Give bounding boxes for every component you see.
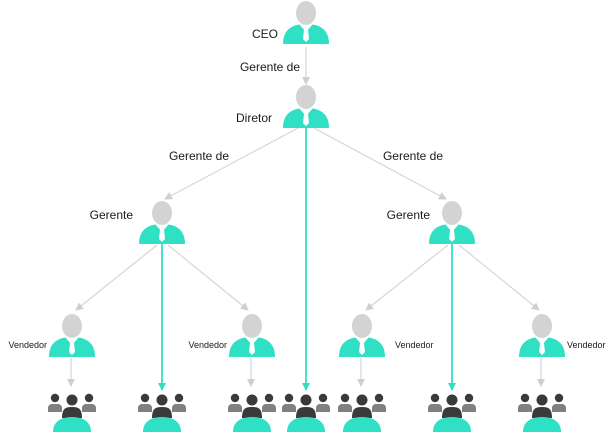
label-ceo: CEO — [252, 27, 278, 41]
teal-connectors — [158, 128, 456, 391]
team-3-team-icon — [228, 393, 276, 432]
gray-connectors — [67, 47, 545, 387]
gerente-right-person-icon — [429, 201, 475, 244]
edge-gerente-right-vendedor-4 — [458, 244, 540, 311]
svg-text:Gerente de: Gerente de — [240, 60, 300, 74]
edge-diretor-gerente-right — [311, 126, 447, 200]
ceo-person-icon — [283, 1, 329, 44]
team-5-team-icon — [338, 393, 386, 432]
label-gerente-left: Gerente — [90, 208, 134, 222]
edge-label-diretor-gerente-left: Gerente de — [167, 147, 231, 163]
edge-label-ceo-diretor: Gerente de — [238, 58, 302, 74]
edge-diretor-gerente-left — [164, 126, 301, 200]
team-1-team-icon — [48, 393, 96, 432]
label-gerente-right: Gerente — [387, 208, 431, 222]
vendedor-2-person-icon — [229, 314, 275, 357]
label-vendedor-4: Vendedor — [567, 340, 606, 350]
vendedor-3-person-icon — [339, 314, 385, 357]
team-2-team-icon — [138, 393, 186, 432]
edge-label-diretor-gerente-right: Gerente de — [381, 147, 445, 163]
team-6-team-icon — [428, 393, 476, 432]
svg-text:Gerente de: Gerente de — [169, 149, 229, 163]
edge-gerente-left-vendedor-2 — [167, 244, 249, 311]
person-nodes — [49, 1, 565, 357]
team-4-team-icon — [282, 393, 330, 432]
edge-gerente-left-vendedor-1 — [75, 244, 158, 311]
vendedor-1-person-icon — [49, 314, 95, 357]
label-vendedor-2: Vendedor — [188, 340, 227, 350]
label-vendedor-3: Vendedor — [395, 340, 434, 350]
svg-text:Gerente de: Gerente de — [383, 149, 443, 163]
vendedor-4-person-icon — [519, 314, 565, 357]
team-7-team-icon — [518, 393, 566, 432]
team-groups — [48, 393, 566, 432]
diretor-person-icon — [283, 85, 329, 128]
label-vendedor-1: Vendedor — [8, 340, 47, 350]
edge-gerente-right-vendedor-3 — [365, 244, 449, 311]
gerente-left-person-icon — [139, 201, 185, 244]
label-diretor: Diretor — [236, 111, 272, 125]
